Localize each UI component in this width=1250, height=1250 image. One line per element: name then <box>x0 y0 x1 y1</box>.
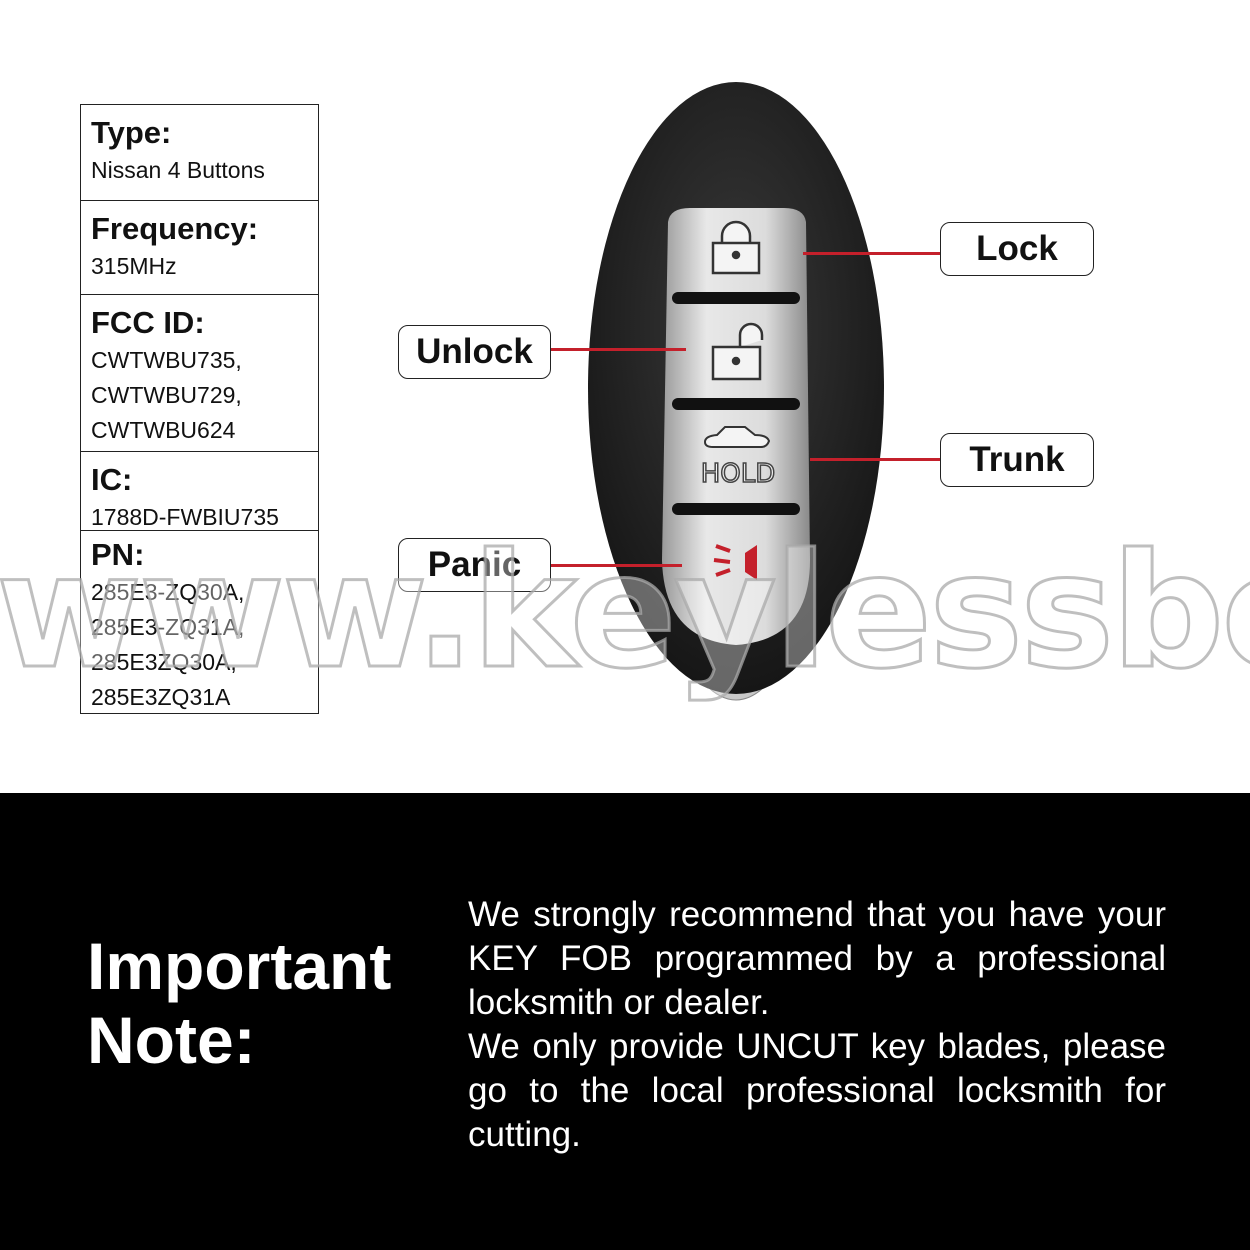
unlock-icon <box>711 322 764 381</box>
note-paragraph-1: We strongly recommend that you have your… <box>468 895 1166 1022</box>
spec-label: FCC ID: <box>91 305 205 340</box>
spec-label: Frequency: <box>91 211 259 246</box>
spec-value: 285E3-ZQ31A, <box>91 614 245 640</box>
note-title: Important Note: <box>87 929 427 1077</box>
button-lock <box>711 220 761 275</box>
spec-ic: IC: 1788D-FWBIU735 <box>81 452 318 531</box>
unlock-callout: Unlock <box>398 325 551 379</box>
spec-value: CWTWBU624 <box>91 417 236 443</box>
trunk-callout: Trunk <box>940 433 1094 487</box>
button-unlock <box>711 322 764 381</box>
note-text: We strongly recommend that you have your… <box>468 893 1166 1157</box>
button-divider <box>672 292 800 304</box>
watermark: www.keylessbest.com <box>0 519 1250 706</box>
spec-label: PN: <box>91 537 145 572</box>
spec-fcc-id: FCC ID: CWTWBU735, CWTWBU729, CWTWBU624 <box>81 295 318 452</box>
spec-pn: PN: 285E3-ZQ30A, 285E3-ZQ31A, 285E3ZQ30A… <box>81 531 318 713</box>
lock-callout: Lock <box>940 222 1094 276</box>
hold-text: HOLD <box>701 459 776 489</box>
spec-value: CWTWBU729, <box>91 382 242 408</box>
spec-table: Type: Nissan 4 Buttons Frequency: 315MHz… <box>80 104 319 714</box>
note-title-line1: Important <box>87 929 392 1003</box>
trunk-callout-line <box>810 458 941 461</box>
note-paragraph-2: We only provide UNCUT key blades, please… <box>468 1027 1166 1154</box>
panic-icon <box>713 544 757 580</box>
panic-callout-line <box>550 564 682 567</box>
button-trunk: HOLD <box>700 426 776 490</box>
spec-value: 285E3ZQ31A <box>91 684 231 710</box>
spec-value: Nissan 4 Buttons <box>91 157 265 183</box>
key-fob-image: HOLD <box>588 82 884 701</box>
button-divider <box>672 503 800 515</box>
spec-value: CWTWBU735, <box>91 347 242 373</box>
unlock-callout-line <box>550 348 686 351</box>
lock-callout-line <box>803 252 941 255</box>
spec-value: 315MHz <box>91 253 177 279</box>
panic-callout: Panic <box>398 538 551 592</box>
spec-value: 1788D-FWBIU735 <box>91 504 279 530</box>
spec-frequency: Frequency: 315MHz <box>81 201 318 295</box>
spec-value: 285E3-ZQ30A, <box>91 579 245 605</box>
spec-label: IC: <box>91 462 133 497</box>
spec-label: Type: <box>91 115 172 150</box>
spec-type: Type: Nissan 4 Buttons <box>81 105 318 201</box>
trunk-icon <box>703 426 771 448</box>
important-note-section: Important Note: We strongly recommend th… <box>0 793 1250 1250</box>
spec-value: 285E3ZQ30A, <box>91 649 237 675</box>
note-title-line2: Note: <box>87 1003 256 1077</box>
lock-icon <box>711 220 761 275</box>
button-divider <box>672 398 800 410</box>
